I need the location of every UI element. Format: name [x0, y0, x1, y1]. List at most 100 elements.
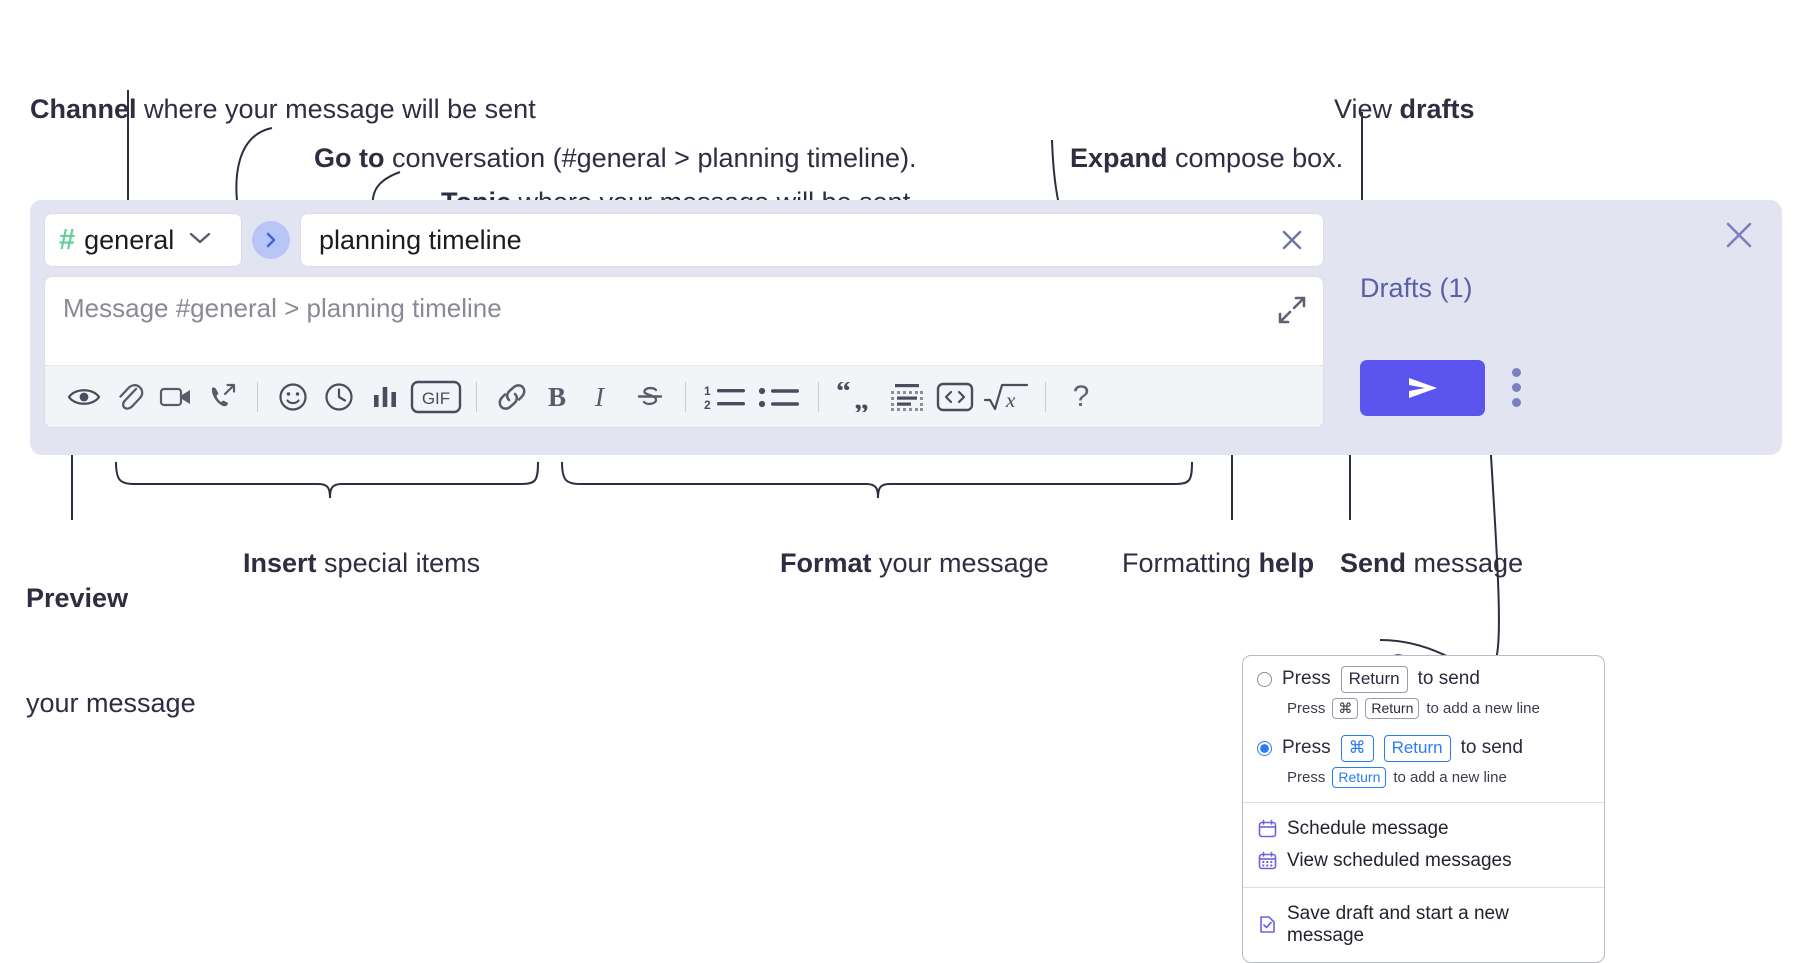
toolbar-separator — [685, 381, 686, 412]
annotation-format-rest: your message — [871, 548, 1049, 579]
chevron-right-icon — [266, 232, 276, 248]
key-command: ⌘ — [1340, 734, 1374, 762]
key-command: ⌘ — [1332, 697, 1359, 719]
send-option-1[interactable]: Press Return to send Press ⌘ Return to a… — [1243, 656, 1604, 733]
channel-name: general — [84, 224, 175, 255]
annotation-goto: Go to conversation (#general > planning … — [284, 106, 917, 211]
option1-sub-post: to add a new line — [1426, 699, 1540, 717]
message-input[interactable]: Message #general > planning timeline — [45, 277, 1323, 365]
hash-icon: # — [59, 223, 76, 256]
key-return: Return — [1332, 766, 1387, 788]
compose-main-column: # general planning timeline — [44, 213, 1324, 428]
annotation-goto-rest: conversation (#general > planning timeli… — [384, 143, 917, 174]
menu-item-schedule-message[interactable]: Schedule message — [1257, 813, 1590, 845]
math-icon[interactable]: x — [979, 374, 1033, 420]
annotation-help-bold: help — [1258, 548, 1315, 579]
annotation-expand-rest: compose box. — [1167, 143, 1344, 174]
menu-divider — [1243, 801, 1604, 803]
send-message-button[interactable] — [1360, 360, 1485, 416]
blockquote-icon[interactable]: “„ — [831, 374, 883, 420]
topic-value: planning timeline — [319, 224, 522, 255]
toolbar-separator — [476, 381, 477, 412]
annotation-format-bold: Format — [780, 548, 872, 579]
chevron-down-icon — [189, 231, 211, 250]
code-block-icon[interactable] — [883, 374, 931, 420]
annotation-preview-line2: your message — [26, 688, 196, 719]
annotation-channel-rest: where your message will be sent — [136, 94, 536, 125]
annotation-drafts-bold: drafts — [1399, 94, 1475, 125]
annotation-insert: Insert special items — [213, 511, 480, 616]
italic-icon[interactable]: I — [581, 374, 627, 420]
menu-group-schedule: Schedule message View scheduled messages — [1243, 803, 1604, 887]
attachment-icon[interactable] — [107, 374, 153, 420]
clear-topic-icon[interactable] — [1275, 223, 1309, 257]
compose-right-column: Drafts (1) — [1312, 200, 1782, 455]
help-icon[interactable]: ? — [1058, 374, 1104, 420]
bulleted-list-icon[interactable] — [752, 374, 806, 420]
compose-options-menu: Press Return to send Press ⌘ Return to a… — [1242, 655, 1605, 963]
send-option-2[interactable]: Press ⌘ Return to send Press Return to a… — [1243, 733, 1604, 802]
menu-item-view-scheduled-messages[interactable]: View scheduled messages — [1257, 845, 1590, 877]
option2-sub-post: to add a new line — [1393, 768, 1507, 786]
svg-text:B: B — [548, 382, 566, 412]
topic-input[interactable]: planning timeline — [300, 213, 1324, 267]
menu-item-label: Schedule message — [1287, 817, 1449, 839]
annotation-formatting-help: Formatting help — [1092, 511, 1314, 616]
poll-icon[interactable] — [362, 374, 408, 420]
option2-pre: Press — [1282, 737, 1331, 759]
key-return: Return — [1383, 734, 1451, 762]
annotation-preview: Preview your message — [26, 511, 196, 792]
go-to-conversation-button[interactable] — [252, 221, 290, 259]
gif-icon[interactable]: GIF — [408, 374, 464, 420]
message-compose-box: Message #general > planning timeline — [44, 276, 1324, 428]
compose-header-row: # general planning timeline — [44, 213, 1324, 267]
svg-text:2: 2 — [704, 398, 711, 412]
formatting-toolbar: GIF B I — [45, 365, 1323, 427]
annotation-goto-bold: Go to — [314, 143, 385, 174]
save-draft-icon — [1257, 915, 1277, 935]
menu-divider — [1243, 886, 1604, 888]
kebab-dot — [1512, 368, 1521, 377]
radio-return-to-send[interactable] — [1257, 671, 1272, 687]
send-arrow-icon — [1408, 378, 1437, 398]
option1-sub-pre: Press — [1287, 699, 1326, 717]
menu-item-save-draft[interactable]: Save draft and start a new message — [1257, 898, 1590, 952]
annotation-channel-bold: Channel — [30, 94, 137, 125]
bold-icon[interactable]: B — [535, 374, 581, 420]
annotation-insert-rest: special items — [316, 548, 481, 579]
preview-icon[interactable] — [61, 374, 107, 420]
video-icon[interactable] — [153, 374, 199, 420]
compose-options-button[interactable] — [1512, 368, 1521, 407]
key-return: Return — [1340, 666, 1408, 693]
annotation-format: Format your message — [750, 511, 1049, 616]
menu-group-draft: Save draft and start a new message — [1243, 888, 1604, 962]
radio-command-return-to-send[interactable] — [1257, 740, 1272, 756]
annotation-expand-bold: Expand — [1070, 143, 1168, 174]
annotation-expand: Expand compose box. — [1040, 106, 1343, 211]
annotation-send-rest: message — [1406, 548, 1524, 579]
channel-selector[interactable]: # general — [44, 213, 242, 267]
option1-post: to send — [1417, 668, 1480, 690]
drafts-link[interactable]: Drafts (1) — [1360, 273, 1473, 303]
message-placeholder: Message #general > planning timeline — [63, 293, 502, 323]
svg-text:1: 1 — [704, 384, 711, 398]
emoji-icon[interactable] — [270, 374, 316, 420]
close-compose-icon[interactable] — [1722, 218, 1756, 257]
svg-text:GIF: GIF — [422, 389, 450, 408]
option2-sub-pre: Press — [1287, 768, 1326, 786]
huddle-icon[interactable] — [199, 374, 245, 420]
kebab-dot — [1512, 383, 1521, 392]
svg-text:x: x — [1005, 388, 1016, 412]
link-icon[interactable] — [489, 374, 535, 420]
expand-compose-box-icon[interactable] — [1277, 295, 1307, 330]
help-icon-glyph: ? — [1072, 379, 1090, 413]
key-return: Return — [1365, 697, 1420, 719]
calendar-grid-icon — [1257, 851, 1277, 871]
code-icon[interactable] — [931, 374, 979, 420]
annotation-drafts-plain: View — [1334, 94, 1400, 125]
clock-icon[interactable] — [316, 374, 362, 420]
toolbar-separator — [1045, 381, 1046, 412]
annotation-preview-bold: Preview — [26, 583, 129, 614]
strikethrough-icon[interactable] — [627, 374, 673, 420]
